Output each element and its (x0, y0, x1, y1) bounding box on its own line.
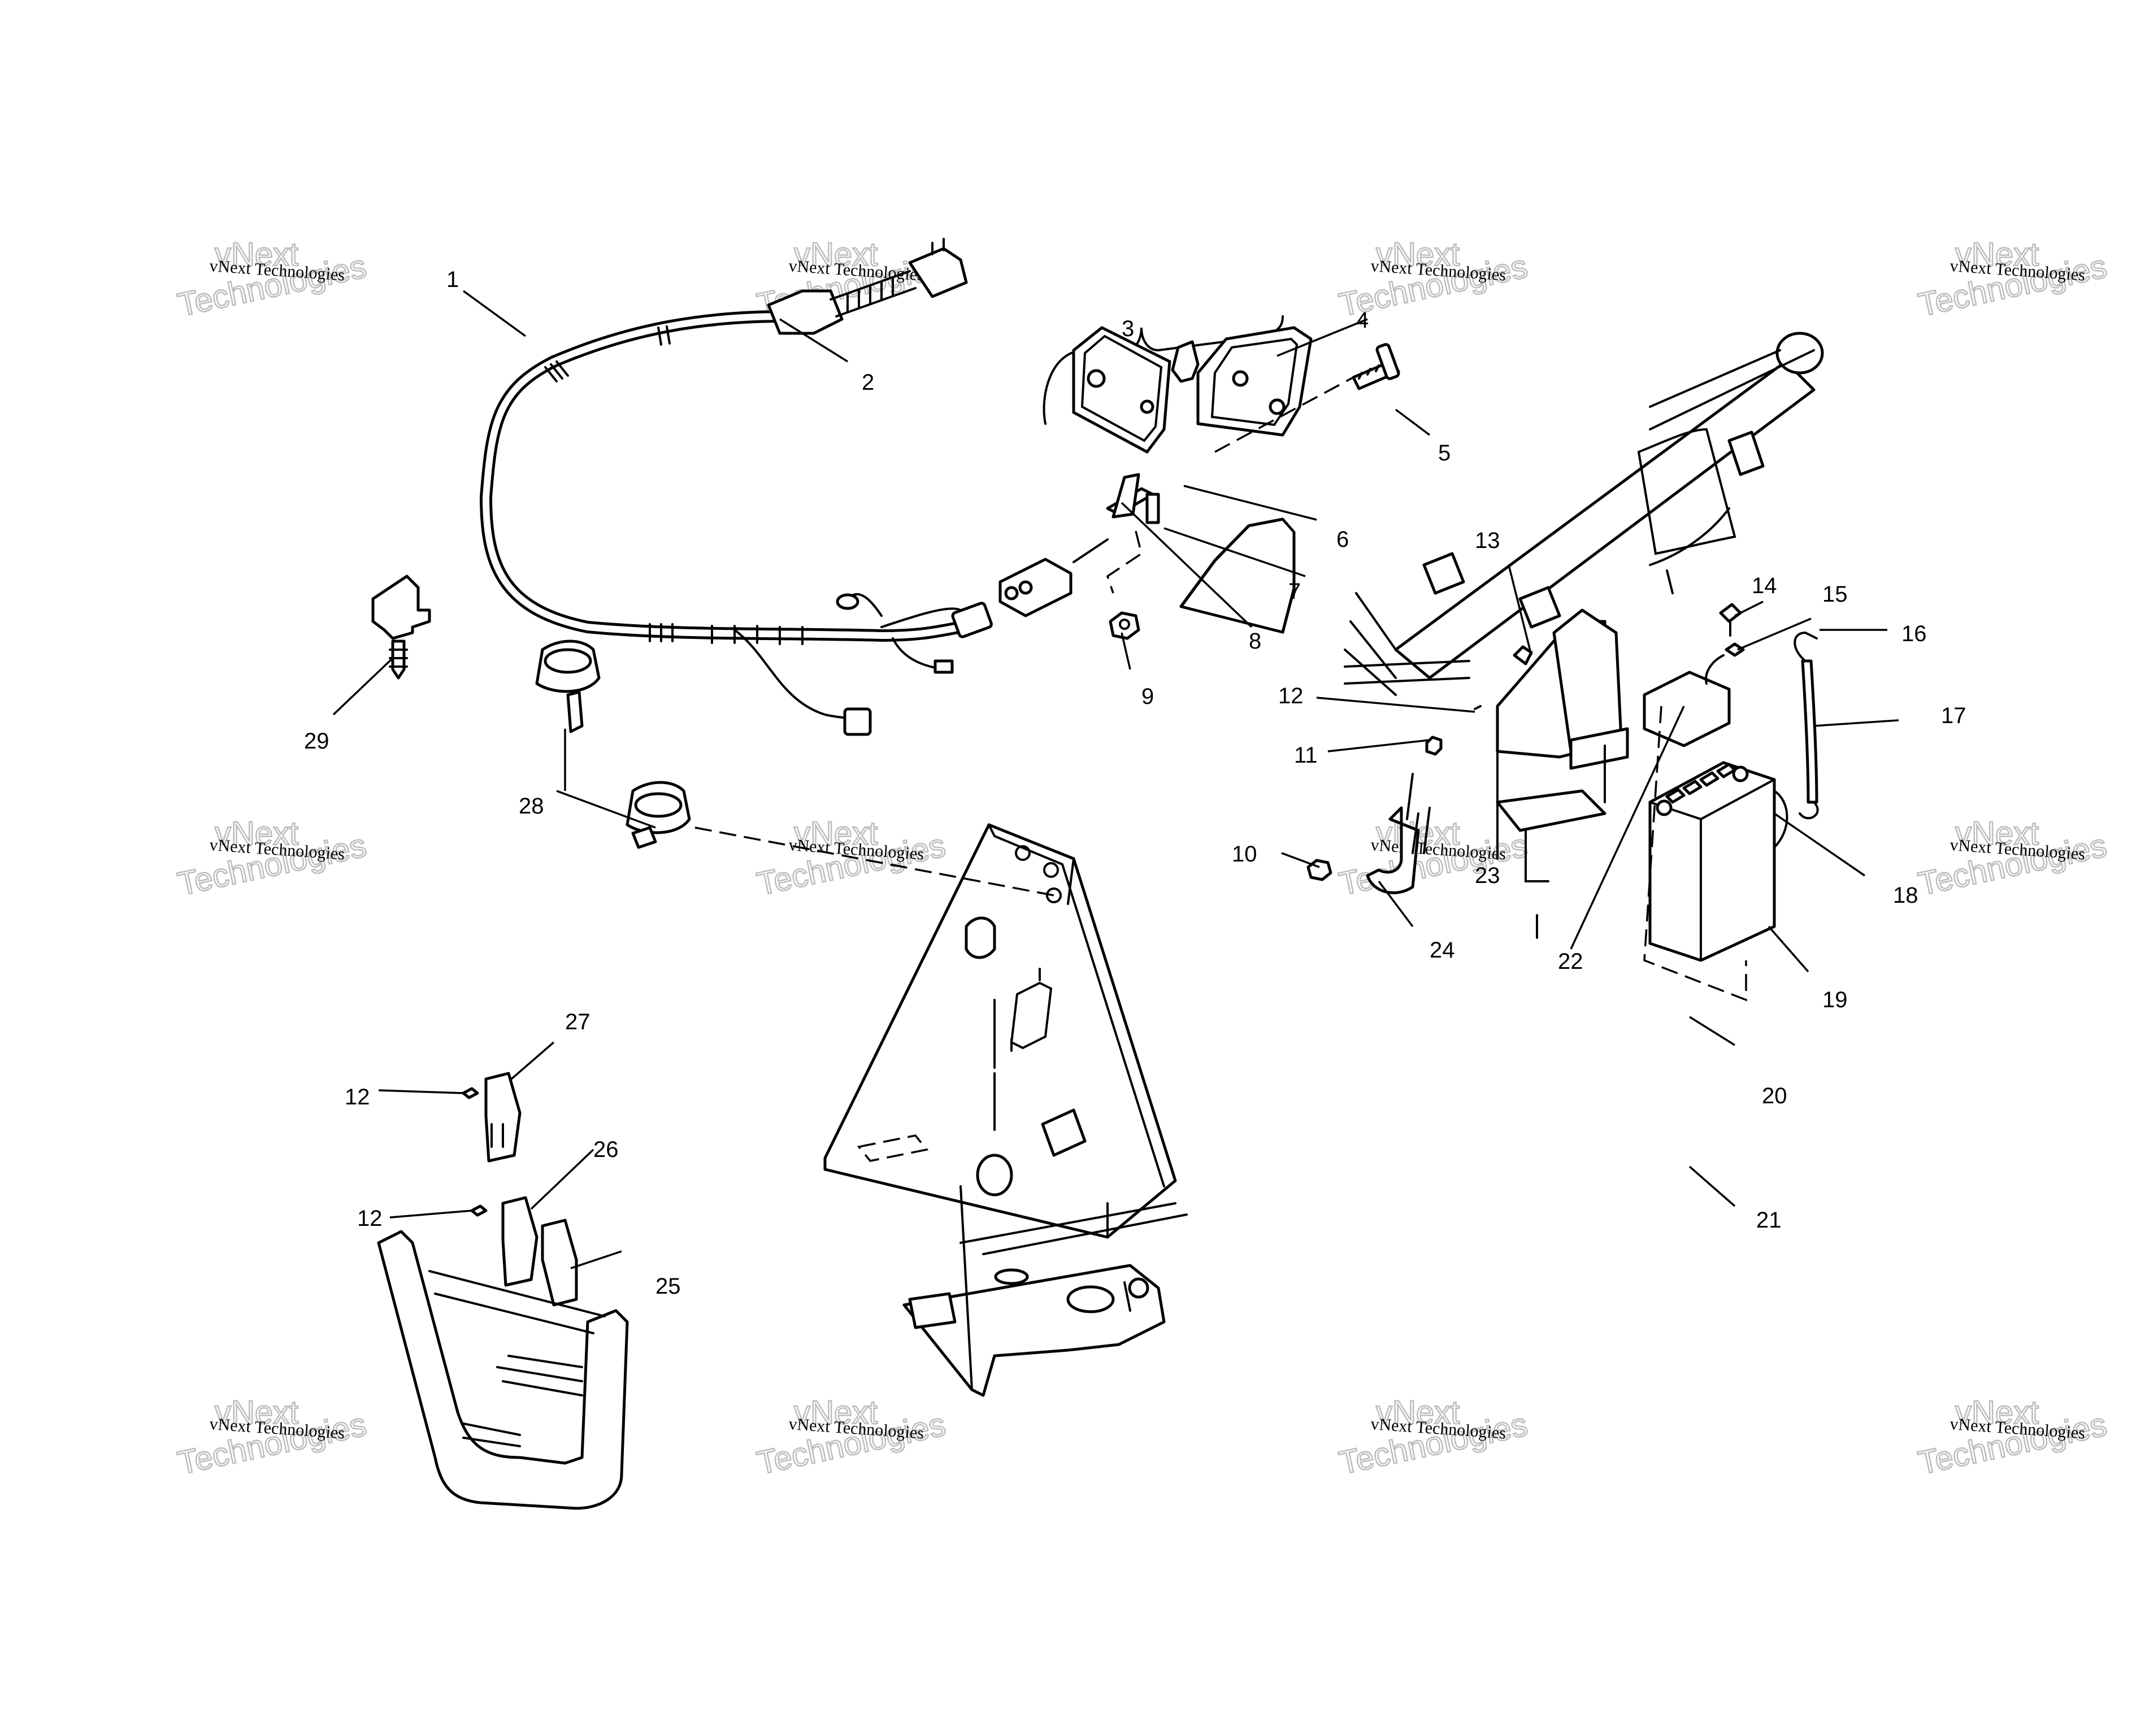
panel-slot (1041, 1108, 1087, 1157)
push-rivet (371, 575, 431, 640)
callout-10: 10 (1232, 842, 1257, 867)
wire-harness (480, 238, 993, 736)
callout-28: 28 (519, 794, 544, 819)
frame-and-battery-box (1306, 332, 1824, 1002)
callout-numbers: 1 2 3 4 5 6 7 8 9 10 11 12 13 14 15 16 1… (304, 267, 1966, 1299)
callout-24: 24 (1430, 938, 1455, 963)
watermark-large-top: vNext (1376, 1394, 1460, 1431)
harness-end-plug (908, 247, 968, 298)
callout-13: 13 (1475, 528, 1500, 553)
callout-12: 12 (1278, 684, 1304, 708)
callout-14: 14 (1752, 573, 1777, 598)
frame-tube-end (1775, 332, 1824, 375)
callout-25: 25 (655, 1274, 681, 1299)
taillight-bulb (1171, 340, 1200, 383)
panel-hole (976, 1154, 1013, 1197)
panel-light-opening (965, 916, 996, 959)
callout-21: 21 (1756, 1208, 1782, 1233)
watermark-large-top: vNext (1955, 1394, 2039, 1431)
misc-parts (371, 575, 1054, 1510)
callout-16: 16 (1901, 621, 1927, 646)
battery (1648, 761, 1776, 962)
rear-guard (377, 1230, 629, 1510)
leader-lines (332, 290, 1899, 1269)
watermark-large-top: vNext (1955, 815, 2039, 852)
callout-15: 15 (1822, 582, 1848, 607)
battery-strap (1801, 659, 1818, 804)
callout-1: 1 (446, 267, 459, 292)
harness-connector (843, 707, 872, 736)
watermark-large-top: vNext (794, 236, 878, 273)
callout-12: 12 (357, 1206, 383, 1231)
watermark-large-top: vNext (1376, 236, 1460, 273)
callout-23: 23 (1475, 863, 1500, 888)
mount-bracket (1366, 806, 1420, 894)
taillight-lens (1179, 517, 1296, 634)
callout-20: 20 (1762, 1084, 1787, 1108)
harness-connector (951, 602, 993, 638)
callout-26: 26 (593, 1137, 619, 1162)
callout-11: 11 (1294, 743, 1318, 768)
mount-bracket (484, 1072, 522, 1163)
fastener (1425, 736, 1443, 756)
watermark-large-top: vNext (215, 815, 298, 852)
callout-5: 5 (1438, 441, 1451, 465)
rear-panel (823, 823, 1188, 1397)
battery-pad (1643, 671, 1731, 747)
nut (1725, 642, 1745, 657)
mount-bracket (501, 1196, 539, 1287)
callout-2: 2 (862, 370, 874, 395)
callout-4: 4 (1356, 308, 1369, 333)
taillight-socket (998, 558, 1072, 617)
cover-plate (541, 1219, 578, 1307)
callout-29: 29 (304, 729, 329, 754)
screw (1513, 645, 1533, 665)
nut (1109, 611, 1140, 640)
callout-18: 18 (1893, 883, 1918, 908)
callout-22: 22 (1558, 949, 1583, 974)
callout-17: 17 (1941, 703, 1966, 728)
watermark-large-top: vNext (215, 236, 298, 273)
screw (462, 1087, 479, 1099)
taillight-assembly (998, 315, 1400, 640)
watermark-large-top: vNext (794, 815, 878, 852)
callout-6: 6 (1336, 527, 1349, 552)
bolt (1719, 603, 1742, 623)
callout-7: 7 (1288, 579, 1301, 604)
callout-27: 27 (565, 1010, 590, 1034)
watermark-large-top: vNext (215, 1394, 298, 1431)
screw (470, 1204, 488, 1217)
callout-8: 8 (1249, 629, 1261, 654)
callout-9: 9 (1141, 684, 1154, 709)
callout-19: 19 (1822, 987, 1848, 1012)
callout-12: 12 (345, 1085, 370, 1110)
callout-3: 3 (1122, 316, 1134, 341)
watermark-large-top: vNext (794, 1394, 878, 1431)
watermark-large-top: vNext (1955, 236, 2039, 273)
